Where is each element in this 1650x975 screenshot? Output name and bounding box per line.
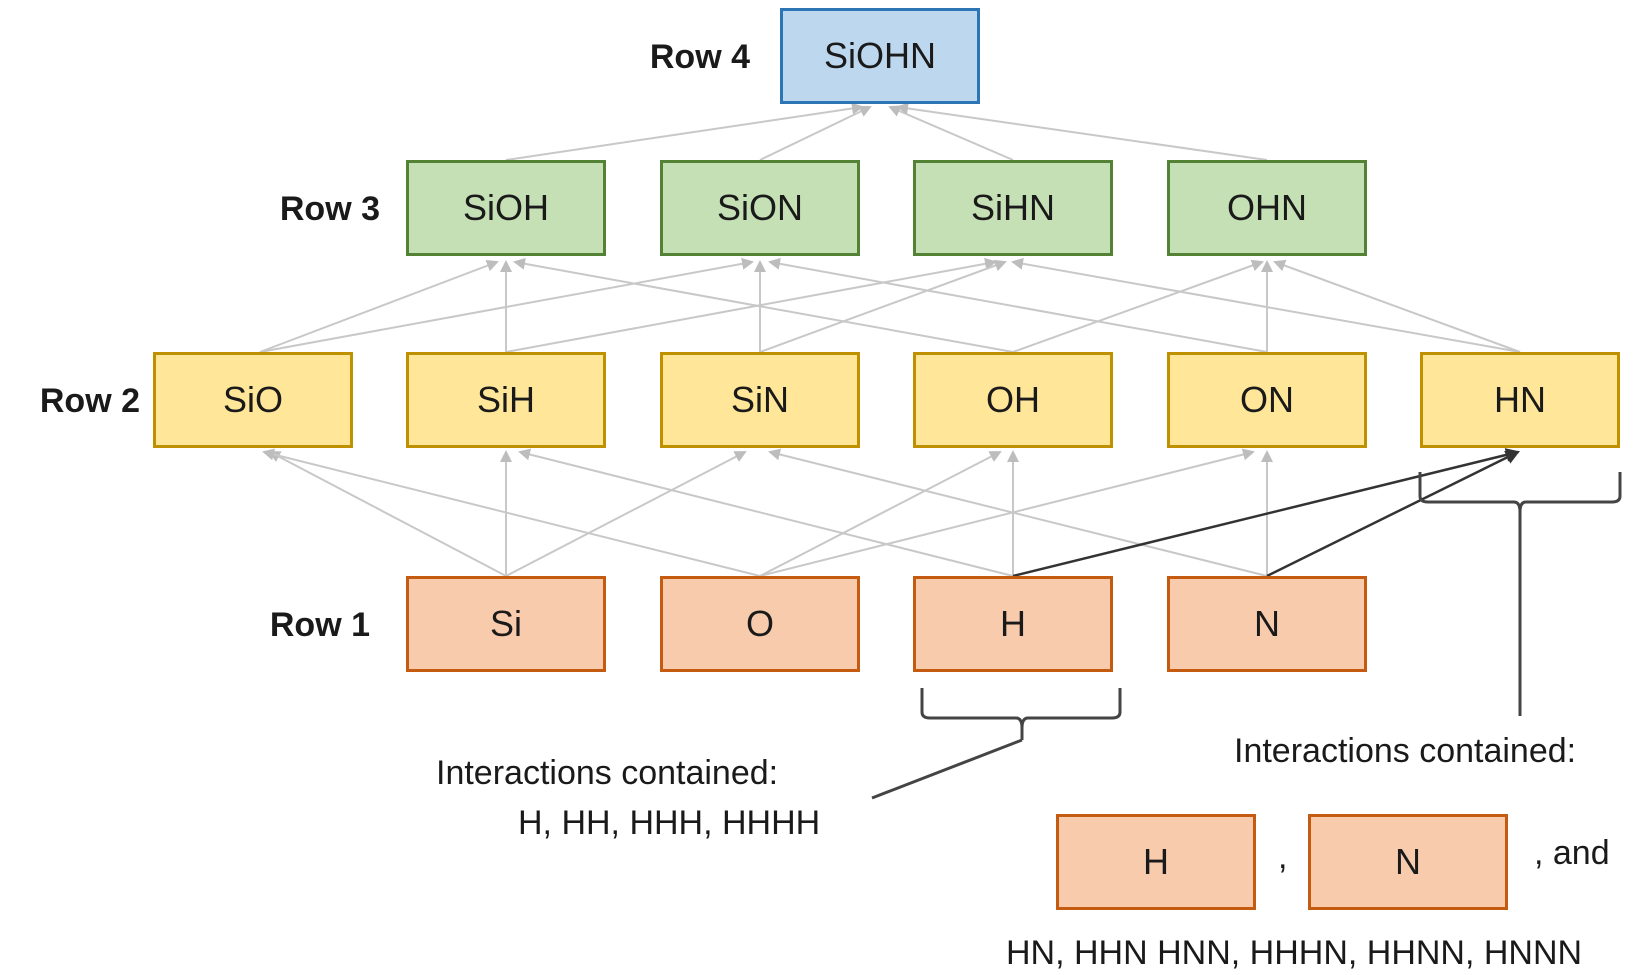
row-1-label: Row 1 [269,606,370,644]
node-sih: SiH [406,352,606,448]
edges-row1-row2 [262,448,1273,577]
row-2-label: Row 2 [39,382,140,420]
node-sion: SiON [660,160,860,256]
node-n: N [1167,576,1367,672]
node-siohn: SiOHN [780,8,980,104]
node-ohn: OHN [1167,160,1367,256]
edges-row2-row3 [259,257,1521,353]
right-annotation-title: Interactions contained: [1234,732,1577,770]
left-annotation-items: H, HH, HHH, HHHH [518,804,821,842]
node-sin: SiN [660,352,860,448]
right-annotation-box-n: N [1308,814,1508,910]
right-annotation-items: HN, HHN HNN, HHHN, HHNN, HNNN [1006,934,1583,972]
right-annotation-and: , and [1534,834,1610,872]
node-h: H [913,576,1113,672]
node-hn: HN [1420,352,1620,448]
brace-h [871,688,1122,800]
right-annotation-box-h: H [1056,814,1256,910]
node-o: O [660,576,860,672]
node-sio: SiO [153,352,353,448]
edges-highlight-hn [1012,448,1520,578]
node-si: Si [406,576,606,672]
left-annotation-title: Interactions contained: [436,754,779,792]
node-sihn: SiHN [913,160,1113,256]
right-annotation-comma: , [1278,838,1288,876]
row-4-label: Row 4 [649,38,750,76]
node-sioh: SiOH [406,160,606,256]
node-on: ON [1167,352,1367,448]
row-3-label: Row 3 [279,190,380,228]
brace-hn [1418,472,1622,716]
node-oh: OH [913,352,1113,448]
edges-row3-row4 [505,102,1268,161]
